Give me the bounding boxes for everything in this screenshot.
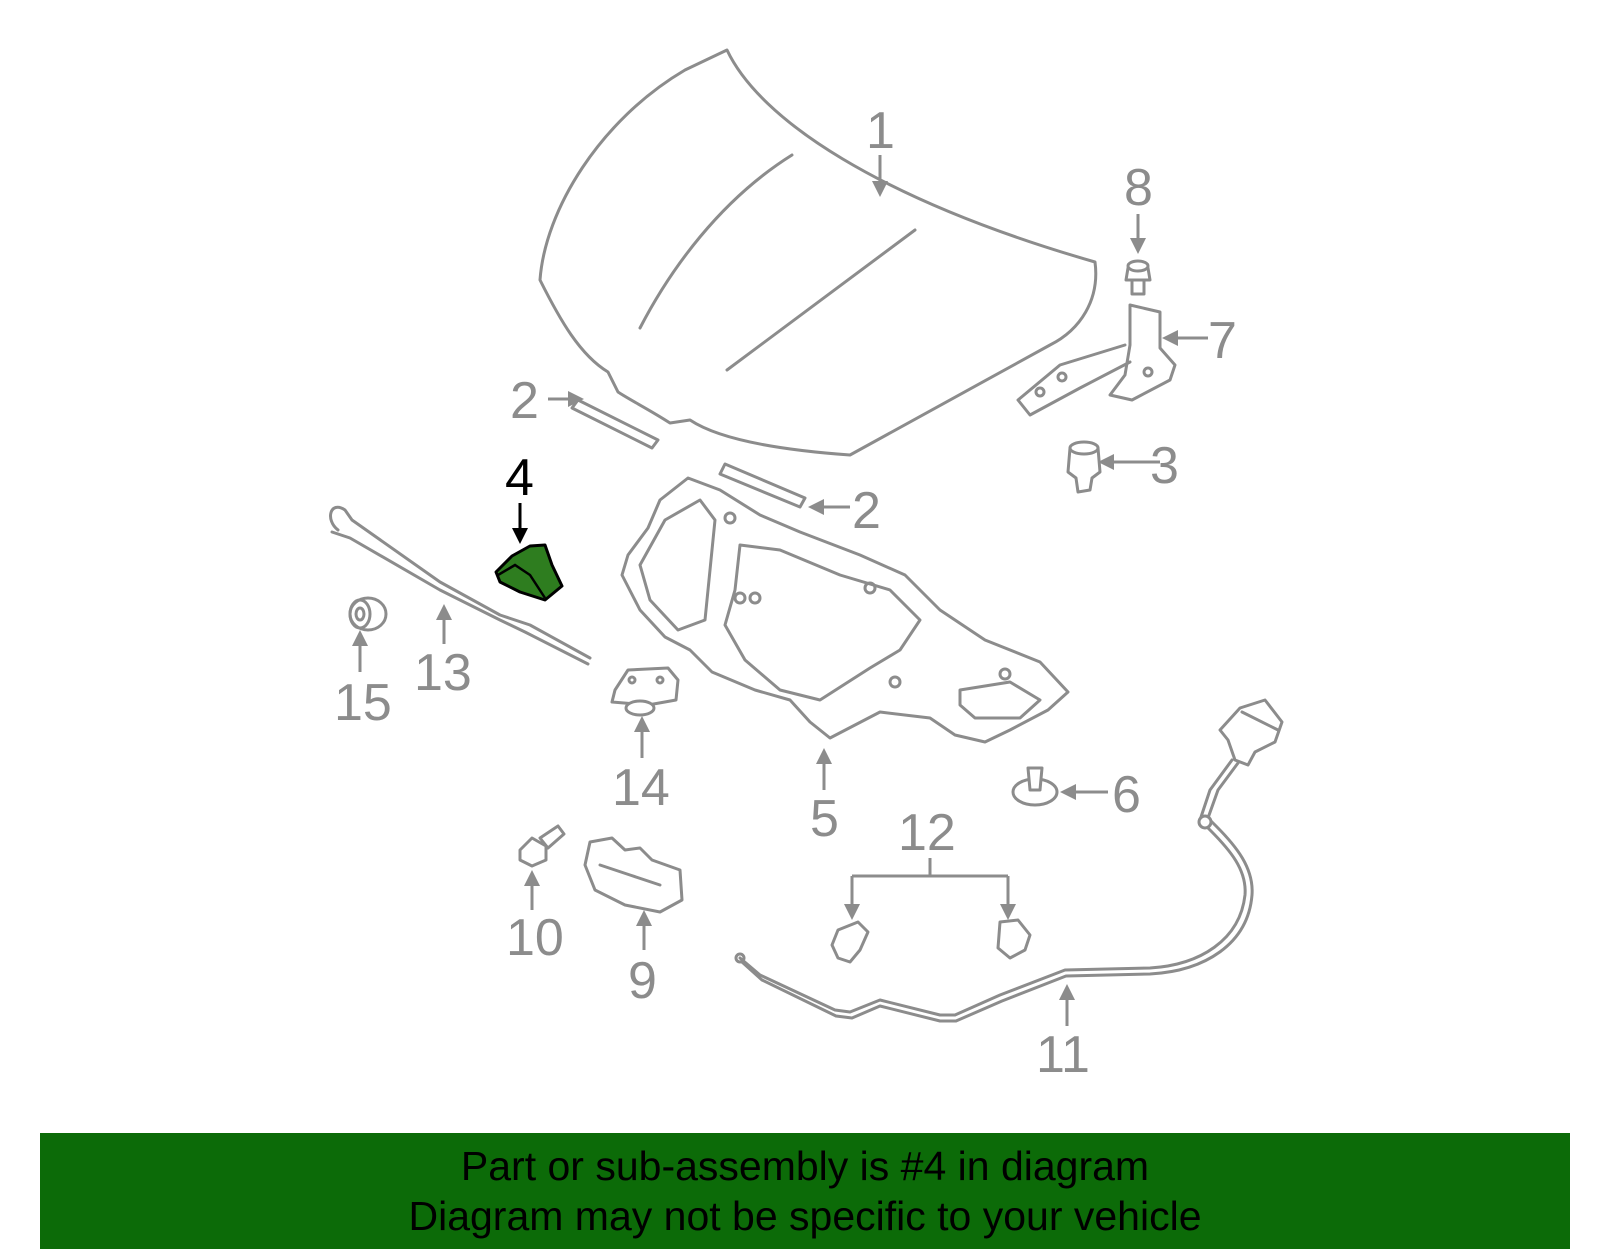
part-12-clip-left[interactable]: [830, 920, 870, 964]
callout-6[interactable]: 6: [1112, 766, 1141, 824]
banner-line-part: Part or sub-assembly is #4 in diagram: [460, 1143, 1150, 1189]
part-12-clip-right[interactable]: [996, 918, 1032, 960]
parts-diagram: 1 2 2 3 4 5 6 7 8 9 10 11 12 13 14 15: [329, 48, 1284, 1084]
info-banner: Part or sub-assembly is #4 in diagram Di…: [40, 1133, 1570, 1249]
callout-2-upper[interactable]: 2: [510, 372, 539, 430]
part-1-hood[interactable]: [538, 48, 1098, 457]
leaders: [352, 155, 1208, 1026]
part-2-seal-left[interactable]: [570, 398, 660, 450]
part-6-stopper[interactable]: [1011, 766, 1059, 807]
callout-14[interactable]: 14: [612, 759, 670, 817]
part-15-grommet[interactable]: [348, 596, 388, 632]
part-9-latch[interactable]: [583, 836, 684, 914]
callout-11[interactable]: 11: [1036, 1026, 1090, 1084]
callout-1[interactable]: 1: [866, 102, 895, 160]
callout-10[interactable]: 10: [506, 909, 564, 967]
callout-15[interactable]: 15: [334, 674, 392, 732]
callout-13[interactable]: 13: [414, 644, 472, 702]
callout-9[interactable]: 9: [628, 952, 657, 1010]
part-13-prop-rod[interactable]: [329, 506, 592, 666]
part-14-holder[interactable]: [610, 666, 680, 717]
part-10-bolt[interactable]: [518, 824, 566, 868]
part-11-release-cable[interactable]: [734, 698, 1284, 1023]
part-7-hinge[interactable]: [1016, 303, 1177, 417]
callout-2-lower[interactable]: 2: [852, 482, 881, 540]
callout-labels: 1 2 2 3 4 5 6 7 8 9 10 11 12 13 14 15: [334, 102, 1237, 1084]
callout-3[interactable]: 3: [1150, 437, 1179, 495]
callout-8[interactable]: 8: [1124, 159, 1153, 217]
callout-4[interactable]: 4: [505, 449, 534, 507]
part-2-seal-right[interactable]: [718, 462, 807, 509]
part-4-highlighted[interactable]: [494, 543, 564, 602]
callout-5[interactable]: 5: [810, 790, 839, 848]
part-3-bumper[interactable]: [1066, 440, 1102, 494]
banner-line-disclaimer: Diagram may not be specific to your vehi…: [408, 1193, 1202, 1239]
callout-7[interactable]: 7: [1208, 312, 1237, 370]
callout-12[interactable]: 12: [898, 804, 956, 862]
part-8-bolt[interactable]: [1124, 259, 1152, 296]
part-5-inner-panel[interactable]: [620, 476, 1070, 744]
